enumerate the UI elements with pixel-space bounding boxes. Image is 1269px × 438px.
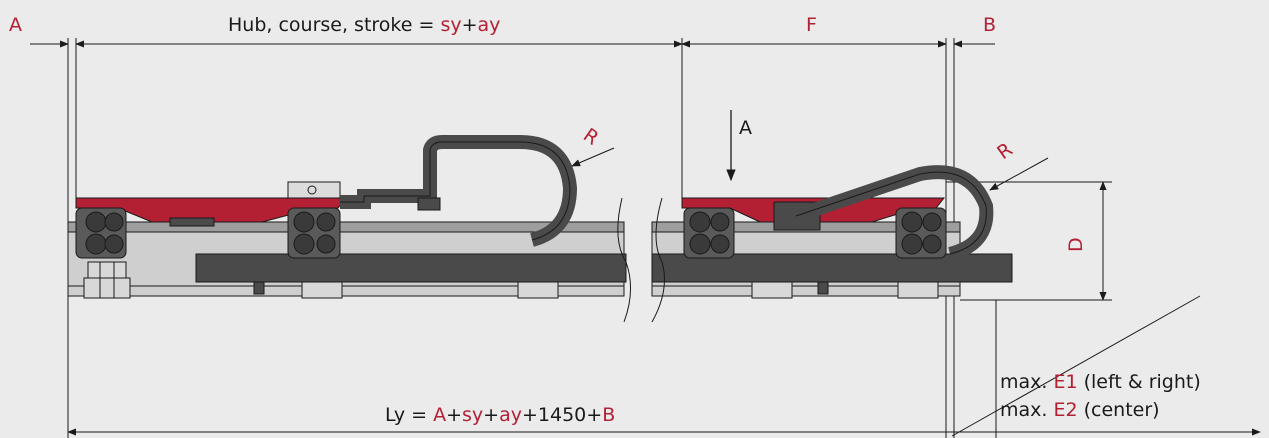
label-dim-a: A [9, 14, 22, 36]
rollers-right [683, 207, 947, 259]
length-ay: ay [499, 404, 522, 426]
cable-chain-right [793, 165, 994, 261]
stroke-plus: + [461, 14, 478, 36]
label-dim-b: B [983, 14, 997, 36]
max-e1-prefix: max. [1000, 371, 1054, 393]
break-lines [617, 197, 665, 323]
length-plus2: + [483, 404, 500, 426]
label-max-e2: max. E2 (center) [1000, 399, 1160, 421]
max-e2-suffix: (center) [1077, 399, 1160, 421]
label-radius-left: R [579, 124, 602, 150]
label-length: Ly = A+sy+ay+1450+B [385, 404, 615, 426]
radius-leaders [571, 147, 1049, 191]
cable-chain-left [340, 135, 578, 247]
label-view-arrow: A [739, 117, 752, 139]
e-leader [951, 295, 1201, 437]
length-plus1: + [446, 404, 463, 426]
stroke-prefix: Hub, course, stroke = [228, 14, 441, 36]
label-max-e1: max. E1 (left & right) [1000, 371, 1201, 393]
support-feet [83, 261, 939, 299]
max-e1-code: E1 [1053, 371, 1078, 393]
cable-tray-plate [195, 253, 1013, 283]
length-const: +1450+ [521, 404, 603, 426]
label-dim-d: D [1065, 237, 1087, 252]
label-stroke: Hub, course, stroke = sy+ay [228, 14, 500, 36]
label-radius-right: R [993, 139, 1016, 165]
length-prefix: Ly = [385, 404, 434, 426]
length-sy: sy [462, 404, 484, 426]
max-e2-prefix: max. [1000, 399, 1054, 421]
max-e2-code: E2 [1053, 399, 1078, 421]
max-e1-suffix: (left & right) [1077, 371, 1201, 393]
label-dim-f: F [806, 14, 817, 36]
length-a: A [433, 404, 447, 426]
stroke-ay: ay [477, 14, 501, 36]
stroke-sy: sy [440, 14, 462, 36]
rollers-left [75, 207, 341, 259]
length-b: B [602, 404, 616, 426]
